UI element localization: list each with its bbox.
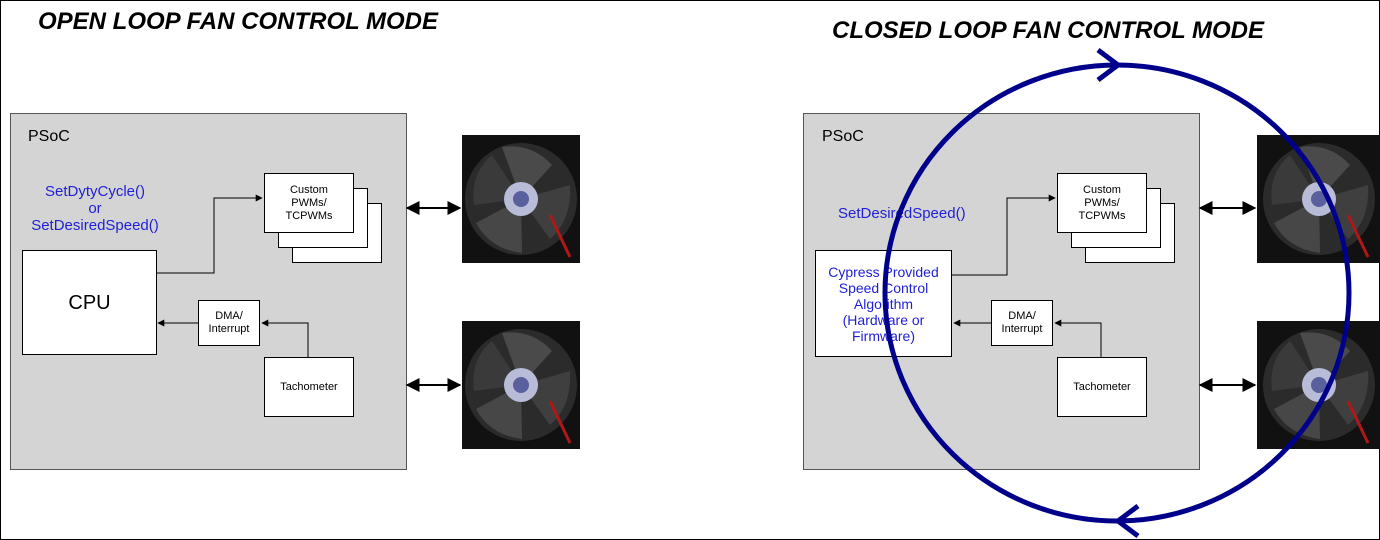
closed-loop-algorithm-label: Cypress Provided Speed Control Algorithm… <box>828 263 939 344</box>
closed-loop-pwm-label: Custom PWMs/ TCPWMs <box>1078 183 1126 222</box>
fan-icon <box>1257 135 1380 263</box>
closed-loop-dma-box: DMA/ Interrupt <box>991 300 1053 346</box>
fan-icon <box>1257 321 1380 449</box>
open-loop-pwm-box: Custom PWMs/ TCPWMs <box>264 173 354 233</box>
closed-algo-to-pwm-arrow <box>952 194 1056 276</box>
open-tach-to-dma-arrow <box>261 319 309 357</box>
loop-arrowhead-top <box>1096 48 1123 82</box>
open-loop-psoc-label: PSoC <box>28 128 70 145</box>
fan-icon <box>462 135 580 263</box>
closed-loop-algorithm-box: Cypress Provided Speed Control Algorithm… <box>815 250 952 357</box>
open-loop-cpu-box: CPU <box>22 250 157 355</box>
open-loop-cpu-label: CPU <box>68 291 111 314</box>
closed-loop-feedback-circle <box>882 62 1352 524</box>
open-loop-dma-label: DMA/ Interrupt <box>208 310 250 335</box>
open-loop-api-text: SetDytyCycle() or SetDesiredSpeed() <box>31 183 159 234</box>
open-loop-pwm-label: Custom PWMs/ TCPWMs <box>285 183 333 222</box>
loop-arrowhead-bottom <box>1113 504 1140 538</box>
open-loop-dma-box: DMA/ Interrupt <box>198 300 260 346</box>
closed-loop-psoc-label: PSoC <box>822 128 864 145</box>
fan-icon <box>462 321 580 449</box>
open-loop-title: OPEN LOOP FAN CONTROL MODE <box>38 8 439 35</box>
open-loop-tachometer-box: Tachometer <box>264 357 354 417</box>
open-loop-tachometer-label: Tachometer <box>280 380 338 393</box>
closed-loop-title: CLOSED LOOP FAN CONTROL MODE <box>832 17 1265 44</box>
closed-loop-tachometer-box: Tachometer <box>1057 357 1147 417</box>
closed-loop-dma-label: DMA/ Interrupt <box>1001 310 1043 335</box>
open-cpu-to-pwm-arrow <box>157 194 263 274</box>
closed-loop-pwm-box: Custom PWMs/ TCPWMs <box>1057 173 1147 233</box>
closed-tach-to-dma-arrow <box>1054 319 1102 357</box>
closed-loop-tachometer-label: Tachometer <box>1073 380 1131 393</box>
